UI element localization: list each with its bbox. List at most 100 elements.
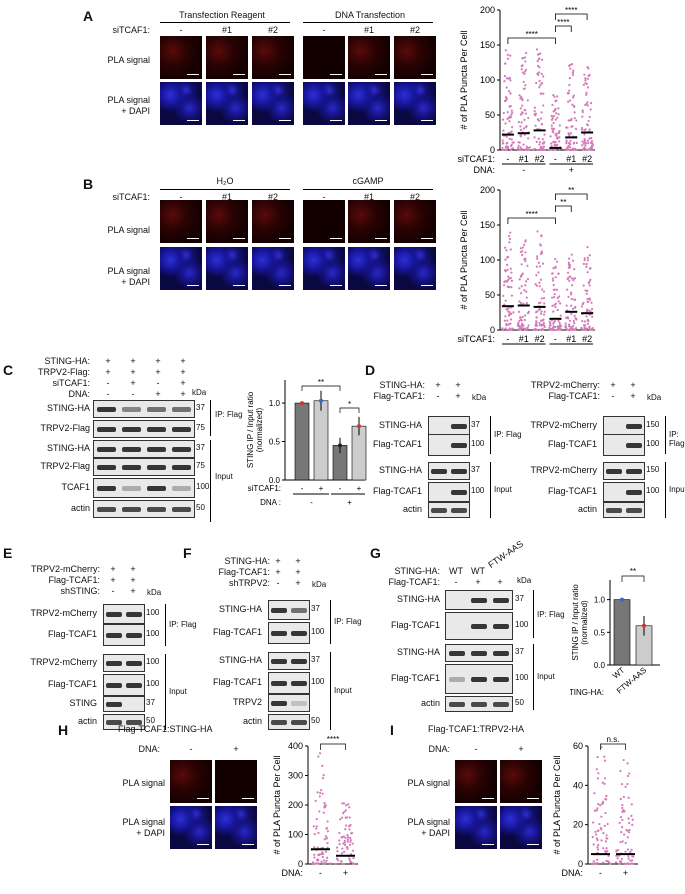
a-group1-label: Transfection Reagent [179,10,265,20]
e-ip-bracket [165,604,166,646]
b-chart-point [586,271,589,274]
i-chart-point [615,850,618,853]
i-chart-point [600,746,603,749]
h-chart-ytick-label: 100 [288,830,303,840]
h-chart-point [345,804,348,807]
f-blot-2 [268,652,310,670]
a-chart-sig-label: **** [557,18,569,27]
a-chart-point [526,99,529,102]
c-blot-tcaf1 [93,478,195,498]
i-chart-point [591,821,595,824]
b-chart-point [551,304,554,307]
a-chart-point [524,68,528,71]
a-chart-point [590,136,593,140]
i-micrograph-dapi-plus [500,806,542,849]
d-left-blot-4 [428,502,470,518]
b-chart-point [525,280,528,283]
b-chart-point [520,273,524,276]
b-group2-rule [303,189,433,190]
c-sign-3-3: + [180,389,186,399]
i-chart-xtick: - [599,868,602,878]
a-chart-point [552,121,555,125]
b-chart-point [557,319,560,322]
b-micrograph-dapi-3 [303,247,345,290]
b-micrograph-pla-1 [206,200,248,243]
h-chart-point [348,816,351,819]
a-chart-point [509,79,512,82]
b-chart-point [524,251,527,254]
a-chart-point [585,141,588,145]
b-chart-point [524,240,527,243]
i-chart-point [597,772,600,775]
a-chart-point [554,133,557,136]
a-chart-point [522,127,525,130]
a-chart-point [536,53,540,56]
a-chart-ylabel: # of PLA Puncta Per Cell [459,30,469,129]
d-left-header-label-1: Flag-TCAF1: [373,391,425,401]
i-chart-point [615,854,618,857]
h-chart-point [344,828,347,831]
b-chart-point [556,296,559,299]
f-blot-5 [268,714,310,730]
a-chart-point [570,62,574,66]
b-micrograph-dapi-4 [348,247,390,290]
h-chart-point [341,802,344,805]
f-blot-label-3: Flag-TCAF1 [212,677,262,687]
b-chart-point [564,316,568,319]
b-chart-point [510,279,513,282]
h-chart-point [348,825,351,828]
c-blot-trpv2-flag-band [122,426,141,432]
b-chart-point [566,271,570,274]
a-chart-point [581,140,584,143]
b-chart-point [508,241,511,244]
b-micrograph-pla-5 [394,200,436,243]
h-chart-point [352,856,355,860]
b-chart-point [586,319,589,322]
f-blot-0-band [271,607,287,613]
b-chart-ytick-label: 100 [480,255,495,265]
g-marker-4: 50 [515,698,524,707]
h-chart-point [323,862,326,865]
a-chart-point [583,139,586,142]
h-chart-point [329,862,332,865]
b-chart-point [567,328,570,331]
a-chart-point [538,57,541,60]
c-chart-ytick-label: 0.5 [269,438,281,447]
b-chart-point [557,272,560,275]
b-chart-point [589,267,592,270]
c-blot-actin-band [122,506,141,512]
a-chart-point [501,148,504,152]
a-micrograph-pla-4 [348,36,390,79]
h-chart-point [344,809,347,812]
b-chart-point [526,264,529,267]
a-chart-sig-bracket [555,13,588,20]
b-chart-point [559,302,562,305]
a-chart-point [519,107,522,110]
i-chart-point [629,850,632,854]
b-chart-point [503,269,507,272]
i-chart-point [591,862,594,865]
a-chart-point [550,118,554,121]
i-chart-point [620,825,624,829]
b-cond-0: - [179,192,183,202]
b-chart-point [539,244,542,247]
b-chart-point [511,327,515,331]
d-left-blot-2-band [451,468,467,474]
a-chart-point [509,105,512,108]
b-chart-point [507,278,510,282]
b-chart-point [564,326,568,329]
b-chart-point [541,262,545,265]
e-marker-2: 100 [146,657,160,666]
i-chart-point [596,838,599,842]
i-chart-point [604,811,607,815]
c-blot-actin-band [97,506,116,512]
b-micrograph-pla-3 [303,200,345,243]
f-blot-5-band [271,719,287,725]
c-blot-sting-ha-band [172,406,191,412]
b-chart-point [523,289,526,292]
b-chart-point [542,323,545,326]
a-chart-point [511,111,514,114]
c-blot-trpv2-flag [93,420,195,438]
a-chart-point [519,125,522,128]
a-chart-point [581,115,584,118]
